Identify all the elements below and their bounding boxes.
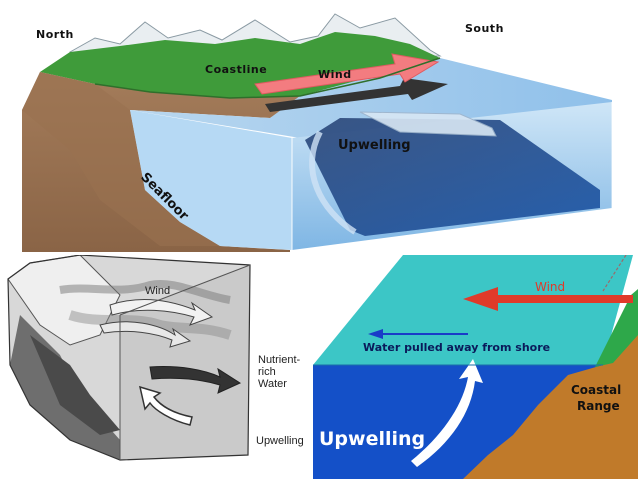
north-label: North xyxy=(36,28,74,41)
top-diagram-panel: North South Coastline Wind Upwelling Sea… xyxy=(22,13,613,252)
colored-illustration xyxy=(313,254,638,479)
wind-label-right: Wind xyxy=(535,280,566,294)
colored-diagram-panel: Wind Water pulled away from shore Coasta… xyxy=(313,254,638,479)
green-shore xyxy=(595,289,638,367)
upwelling-label: Upwelling xyxy=(338,138,411,153)
wind-label: Wind xyxy=(318,68,352,81)
water-pulled-arrow xyxy=(368,329,468,339)
sketch-diagram-panel: Wind Nutrient- rich Water Upwelling xyxy=(0,254,312,479)
ocean-surface xyxy=(313,255,633,365)
top-diagram-illustration xyxy=(22,13,613,252)
water-front-face xyxy=(130,110,292,250)
water-movement-arrow xyxy=(265,78,448,112)
wind-arrow xyxy=(254,53,440,95)
sketch-wind-arrow xyxy=(109,299,214,326)
coastline-label: Coastline xyxy=(205,63,268,76)
upwelling-arrow xyxy=(359,111,497,137)
water-pulled-label: Water pulled away from shore xyxy=(363,341,551,354)
upwelling-label-right: Upwelling xyxy=(319,428,426,450)
sketch-illustration xyxy=(7,254,251,461)
sketch-upwelling-label: Upwelling xyxy=(256,435,304,447)
upwelling-band xyxy=(305,118,600,236)
coastal-land xyxy=(463,325,638,479)
south-label: South xyxy=(465,22,504,35)
coastal-range-label-1: Coastal xyxy=(571,383,622,397)
sketch-upwelling-arrow xyxy=(138,385,193,426)
sketch-wind-label: Wind xyxy=(145,285,171,297)
sketch-nutrient-label-2: rich xyxy=(258,366,276,378)
sketch-nutrient-label-1: Nutrient- xyxy=(258,354,301,366)
wind-arrow-red xyxy=(463,287,633,311)
upwelling-white-arrow xyxy=(411,359,483,467)
coastal-range-label-2: Range xyxy=(577,399,620,413)
sketch-nutrient-label-3: Water xyxy=(258,378,287,390)
sketch-nutrient-arrow xyxy=(149,366,242,394)
